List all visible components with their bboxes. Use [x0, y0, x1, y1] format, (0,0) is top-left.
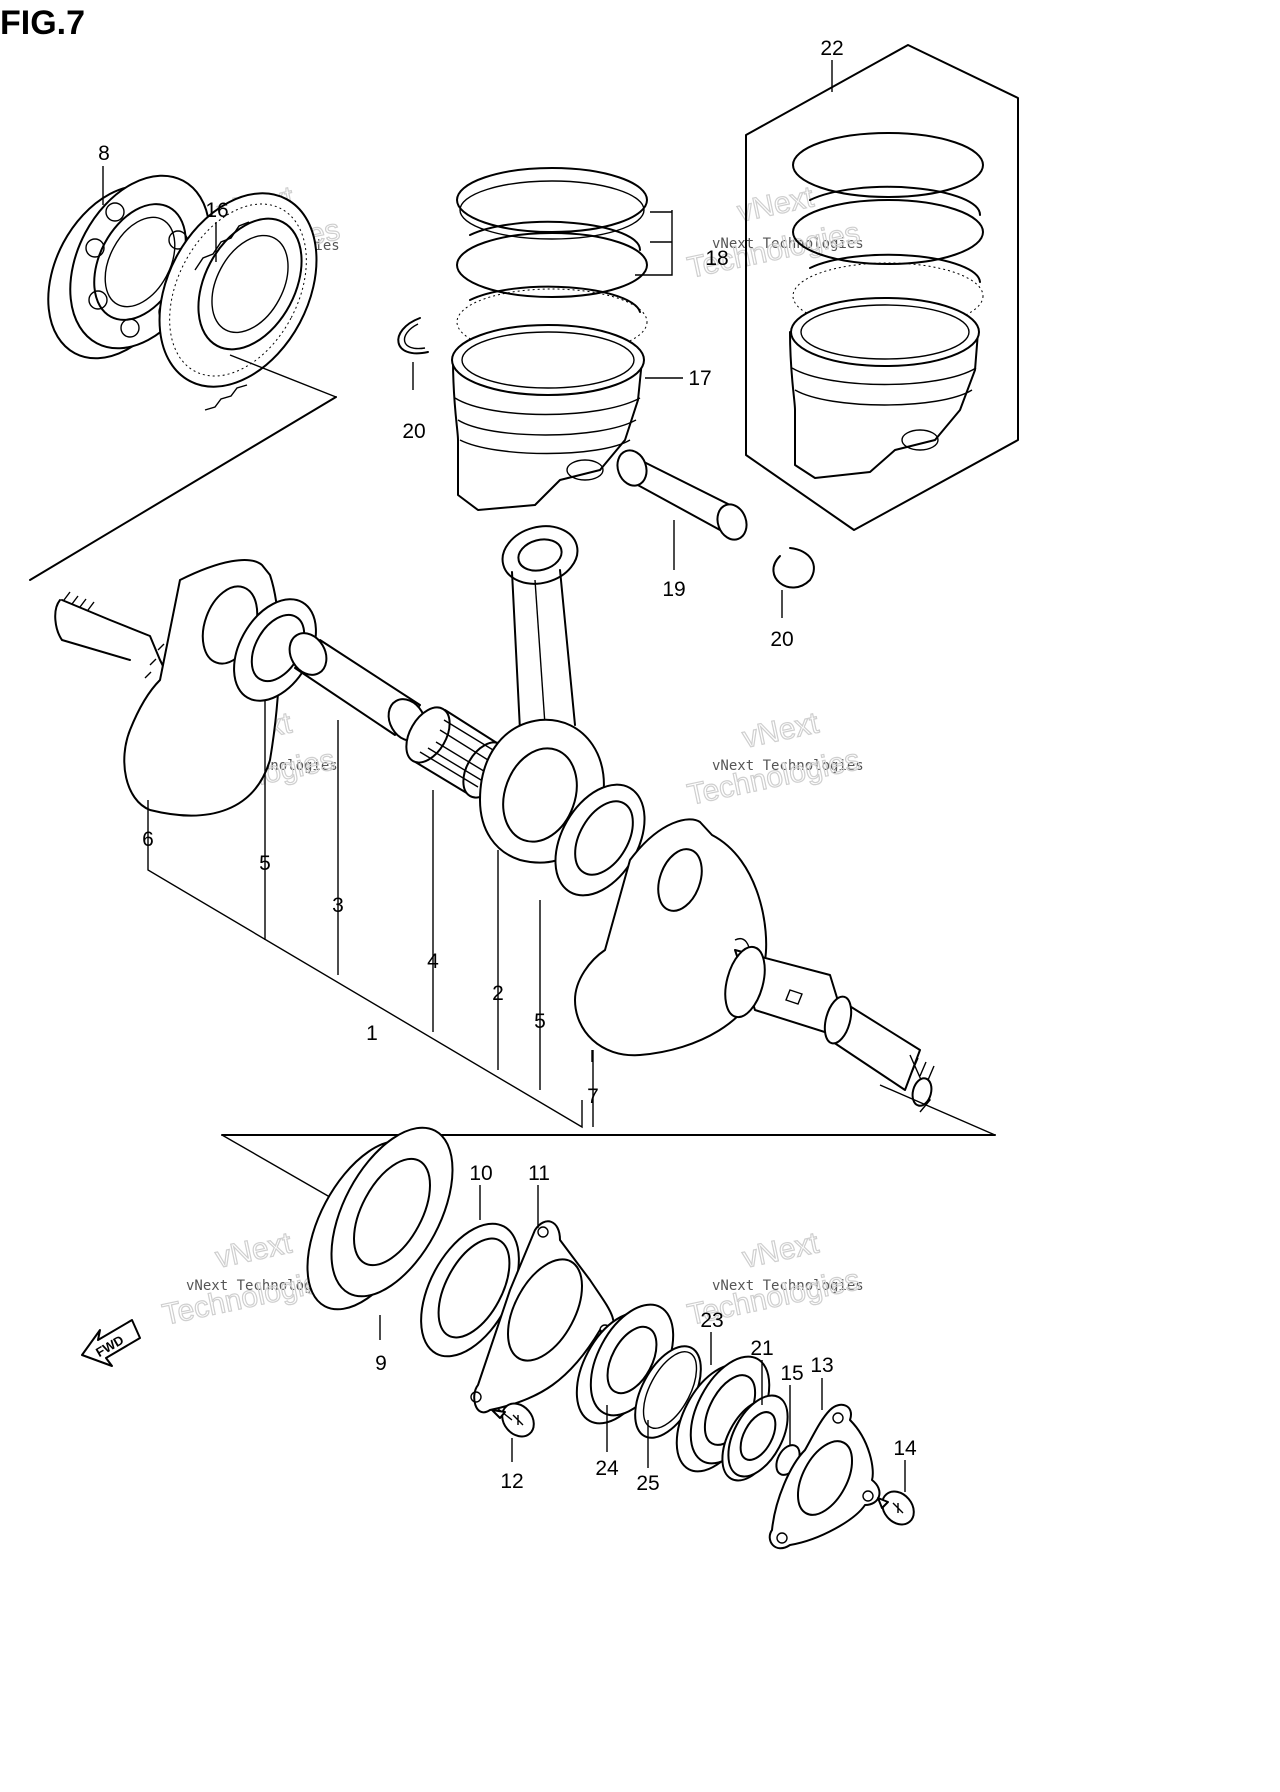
- watermark-outline: vNext: [740, 1226, 823, 1274]
- watermark-outline: Technologies: [685, 743, 863, 812]
- leader-line: [229, 354, 337, 398]
- callout-labels: 1 2 3 4 5 5 6 7 8 9 10 11 12 13 14 15 16…: [98, 37, 917, 1495]
- forward-arrow-icon: FWD: [81, 1319, 141, 1367]
- callout-10: 10: [469, 1162, 492, 1185]
- assembly-bracket: [147, 700, 594, 1129]
- circlip-part-20-right: [772, 547, 815, 589]
- circlip-part-20-left: [397, 317, 429, 355]
- screw-part-14: [877, 1490, 915, 1526]
- watermark-text: vNext Technologies: [186, 1278, 338, 1294]
- callout-6: 6: [142, 828, 154, 851]
- callout-20-right: 20: [770, 628, 793, 651]
- plate-part-13: [768, 1403, 881, 1550]
- callout-5-right: 5: [534, 1010, 546, 1033]
- callout-17: 17: [688, 367, 711, 390]
- piston-pin-part-19: [616, 449, 748, 541]
- callout-11: 11: [528, 1162, 550, 1185]
- figure-title: FIG.7: [0, 4, 85, 42]
- callout-leaders: [102, 60, 906, 1492]
- crank-half-part-7: [574, 818, 935, 1113]
- callout-22: 22: [820, 37, 843, 60]
- watermark-outline: vNext: [740, 706, 823, 754]
- watermark-text: vNext Technologies: [712, 758, 864, 774]
- callout-1: 1: [366, 1022, 378, 1045]
- piston-kit-box-part-22: [745, 44, 1019, 531]
- callout-14: 14: [893, 1437, 917, 1460]
- callout-20-left: 20: [402, 420, 425, 443]
- piston-part-17: [451, 324, 645, 511]
- callout-25: 25: [636, 1472, 659, 1495]
- collar-part-21: [721, 1394, 789, 1482]
- callout-7: 7: [587, 1085, 599, 1108]
- watermark-outline: vNext: [213, 1226, 296, 1274]
- bearing-part-9: [306, 1126, 454, 1311]
- callout-5-left: 5: [259, 852, 271, 875]
- callout-4: 4: [427, 950, 439, 973]
- leader-line: [221, 1134, 336, 1201]
- callout-16: 16: [205, 199, 228, 222]
- callout-19: 19: [662, 578, 685, 601]
- callout-9: 9: [375, 1352, 387, 1375]
- watermark-4: vNext Technologies Technologies vNext: [684, 706, 864, 813]
- callout-12: 12: [500, 1470, 523, 1493]
- callout-23: 23: [700, 1309, 723, 1332]
- callout-18: 18: [705, 247, 728, 270]
- assembly-line: [29, 396, 337, 581]
- thrust-washer-part-5-left: [233, 598, 317, 702]
- callout-24: 24: [595, 1457, 619, 1480]
- watermark-text: vNext Technologies: [712, 236, 864, 252]
- callout-8: 8: [98, 142, 110, 165]
- oil-seal-part-10: [420, 1222, 520, 1358]
- callout-13: 13: [810, 1354, 833, 1377]
- gear-part-16: [158, 192, 318, 411]
- callout-2: 2: [492, 982, 504, 1005]
- piston-rings-part-18: [456, 167, 673, 356]
- callout-21: 21: [750, 1337, 773, 1360]
- leader-line: [879, 1084, 996, 1136]
- retainer-plate-part-11: [470, 1220, 615, 1414]
- callout-15: 15: [780, 1362, 803, 1385]
- callout-3: 3: [332, 894, 344, 917]
- watermark-text: vNext Technologies: [712, 1278, 864, 1294]
- thrust-washer-part-5-right: [554, 783, 646, 897]
- screw-part-12: [491, 1402, 535, 1438]
